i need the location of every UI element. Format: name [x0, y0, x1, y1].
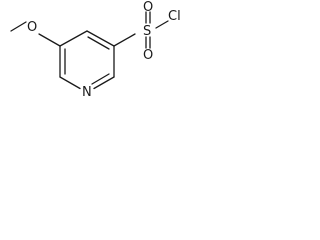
pyridine-ring: [59, 30, 115, 90]
ring-bond-c3-n: [93, 76, 115, 90]
methoxy-oxygen-label: O: [27, 20, 37, 35]
ring-bond-c6-c1: [59, 30, 88, 47]
sulfonyl-bottom-oxygen-label: O: [143, 48, 153, 63]
bond-sulfur-to-chlorine: [155, 20, 169, 29]
bond-ring-to-sulfur: [113, 33, 136, 47]
ring-double-bond-c3-n: [91, 73, 110, 85]
ring-nitrogen-label: N: [82, 85, 92, 100]
sulfur-label: S: [143, 24, 151, 39]
ring-double-bond-c1-c2: [87, 36, 110, 50]
chlorine-label: Cl: [168, 9, 181, 24]
methoxy-group: O: [10, 20, 61, 47]
bond-ring-to-methoxy-oxygen: [38, 33, 61, 47]
sulfonyl-chloride-group: S O O Cl: [113, 0, 181, 63]
sulfonyl-top-oxygen-label: O: [143, 0, 153, 15]
bond-methoxy-oxygen-to-methyl: [10, 21, 27, 32]
ring-bond-c1-c2: [86, 30, 115, 47]
ring-bond-n-c5: [59, 76, 81, 90]
chemical-structure-diagram: O S O O Cl N: [10, 0, 181, 100]
